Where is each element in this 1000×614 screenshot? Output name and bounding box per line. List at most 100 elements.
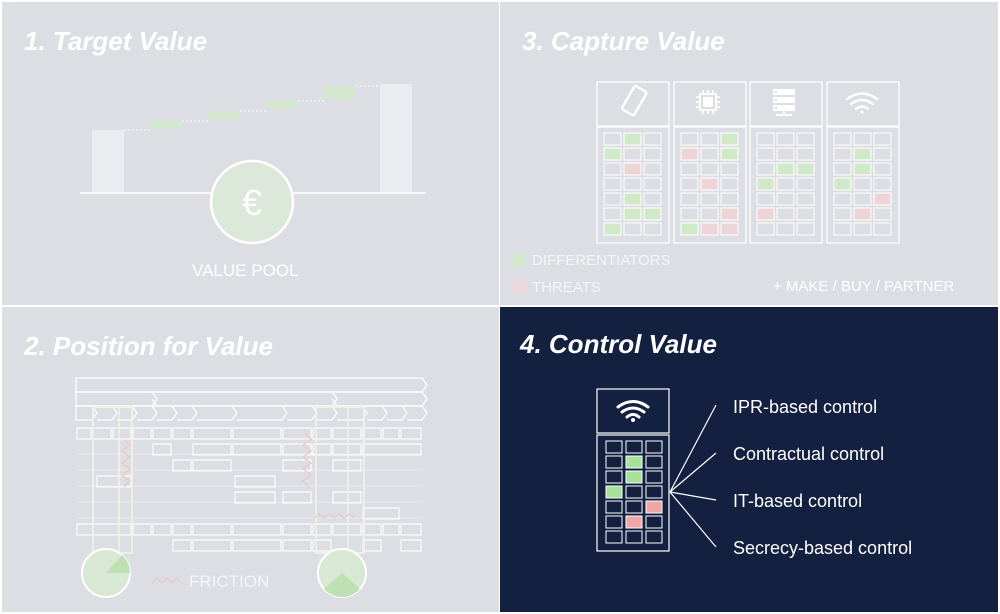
capture-cell — [720, 207, 739, 221]
value-chain-segment — [362, 443, 422, 456]
quadrant-title: 4. Control Value — [520, 329, 717, 359]
friction-label: FRICTION — [189, 572, 270, 591]
waterfall-step — [324, 86, 356, 99]
value-pool-circle — [209, 159, 295, 245]
value-chain-segment — [382, 523, 400, 536]
value-chain-segment — [362, 523, 382, 536]
capture-cell — [680, 177, 699, 191]
capture-cell — [680, 132, 699, 146]
capture-cell — [776, 207, 795, 221]
capture-cell — [853, 177, 872, 191]
control-cell — [605, 515, 623, 529]
quadrant-control-value: 4. Control Value IPR-based control Contr… — [500, 307, 998, 612]
capture-cell — [680, 192, 699, 206]
value-chain-segment — [112, 427, 132, 440]
capture-cell — [680, 147, 699, 161]
euro-icon: € — [242, 182, 262, 223]
capture-cell — [796, 132, 815, 146]
capture-cell — [873, 207, 892, 221]
capture-column-header — [596, 81, 670, 127]
capture-cell — [603, 177, 622, 191]
value-chain-segment — [332, 443, 362, 456]
capture-cell — [873, 132, 892, 146]
capture-cell — [756, 132, 775, 146]
control-cell — [625, 530, 643, 544]
capture-cell — [643, 132, 662, 146]
control-cell — [625, 500, 643, 514]
capture-cell — [776, 177, 795, 191]
capture-cell — [623, 222, 642, 236]
value-chain-segment — [332, 491, 362, 504]
capture-cell — [680, 162, 699, 176]
capture-cell — [756, 207, 775, 221]
capture-cell — [720, 132, 739, 146]
value-chain-segment — [232, 427, 282, 440]
capture-cell — [776, 162, 795, 176]
control-cell — [645, 440, 663, 454]
capture-cell — [756, 162, 775, 176]
capture-column-body — [596, 126, 670, 244]
value-chain-segment — [192, 523, 232, 536]
capture-cell — [796, 222, 815, 236]
capture-cell — [873, 222, 892, 236]
value-chain-segment — [362, 427, 382, 440]
capture-cell — [796, 192, 815, 206]
control-column-body — [596, 434, 670, 552]
capture-cell — [853, 162, 872, 176]
capture-cell — [833, 177, 852, 191]
value-chain-segment — [172, 539, 192, 552]
value-chain-segment — [400, 539, 422, 552]
capture-column-header — [749, 81, 823, 127]
value-chain-segment — [282, 443, 312, 456]
control-item-ipr: IPR-based control — [733, 397, 878, 417]
value-chain-segment — [400, 523, 422, 536]
capture-column-body — [673, 126, 747, 244]
control-cell — [645, 500, 663, 514]
control-cell — [645, 530, 663, 544]
capture-cell — [643, 222, 662, 236]
chip-icon — [696, 90, 720, 114]
capture-cell — [623, 207, 642, 221]
value-chain-rows — [76, 427, 422, 552]
capture-cell — [700, 207, 719, 221]
capture-cell — [853, 222, 872, 236]
capture-cell — [680, 207, 699, 221]
value-chain-segment — [192, 427, 232, 440]
capture-cell — [720, 192, 739, 206]
control-cell — [625, 470, 643, 484]
capture-cell — [833, 192, 852, 206]
friction-marks — [120, 432, 355, 584]
value-chain-segment — [172, 427, 192, 440]
waterfall-connectors — [124, 85, 380, 131]
share-pie-left — [81, 548, 131, 598]
value-chain-segment — [132, 427, 152, 440]
capture-column-header — [826, 81, 900, 127]
capture-cell — [700, 132, 719, 146]
quadrant-title: 3. Capture Value — [522, 26, 725, 56]
control-item-it: IT-based control — [733, 491, 863, 511]
value-chain-segment — [172, 459, 192, 472]
value-chain-segment — [312, 443, 332, 456]
capture-columns — [596, 81, 900, 244]
capture-cell — [603, 132, 622, 146]
share-pie-right — [317, 548, 367, 598]
value-chain-segment — [92, 427, 112, 440]
end-bar — [380, 84, 412, 192]
control-cell — [605, 470, 623, 484]
capture-cell — [833, 162, 852, 176]
capture-cell — [853, 207, 872, 221]
capture-cell — [833, 207, 852, 221]
value-chain-segment — [282, 427, 312, 440]
capture-cell — [796, 177, 815, 191]
value-chain-segment — [232, 523, 282, 536]
capture-cell — [776, 222, 795, 236]
control-item-secrecy: Secrecy-based control — [733, 538, 913, 558]
value-chain-segment — [282, 459, 312, 472]
capture-cell — [700, 192, 719, 206]
quadrant-position-for-value: 2. Position for Value — [2, 307, 499, 612]
control-graphic — [596, 388, 717, 552]
value-chain-segment — [332, 427, 362, 440]
value-chain-segment — [282, 523, 312, 536]
control-item-contractual: Contractual control — [733, 444, 885, 464]
